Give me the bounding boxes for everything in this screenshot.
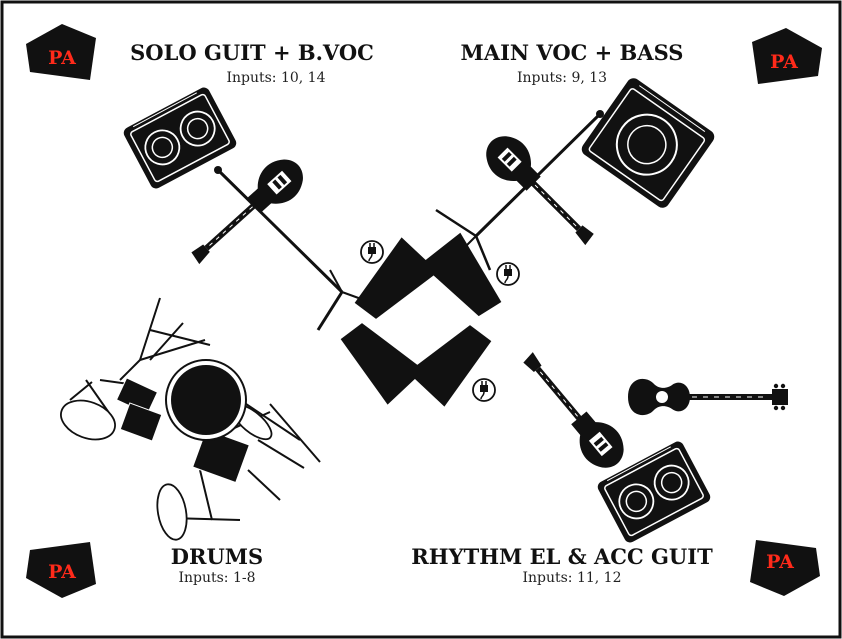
pa-label: PA — [766, 551, 794, 573]
pa-label: PA — [48, 561, 76, 583]
solo-inputs: Inputs: 10, 14 — [226, 70, 325, 86]
power-outlet-icon — [497, 263, 519, 285]
pa-label: PA — [770, 51, 798, 73]
drums-inputs: Inputs: 1-8 — [178, 570, 255, 586]
power-outlet-icon — [473, 379, 495, 401]
main-title: MAIN VOC + BASS — [461, 40, 684, 65]
solo-title: SOLO GUIT + B.VOC — [130, 40, 374, 65]
main-inputs: Inputs: 9, 13 — [517, 70, 607, 86]
power-outlet-icon — [361, 241, 383, 263]
pa-label: PA — [48, 47, 76, 69]
drums-title: DRUMS — [171, 544, 263, 569]
rhythm-inputs: Inputs: 11, 12 — [522, 570, 621, 586]
rhythm-title: RHYTHM EL & ACC GUIT — [411, 544, 713, 569]
